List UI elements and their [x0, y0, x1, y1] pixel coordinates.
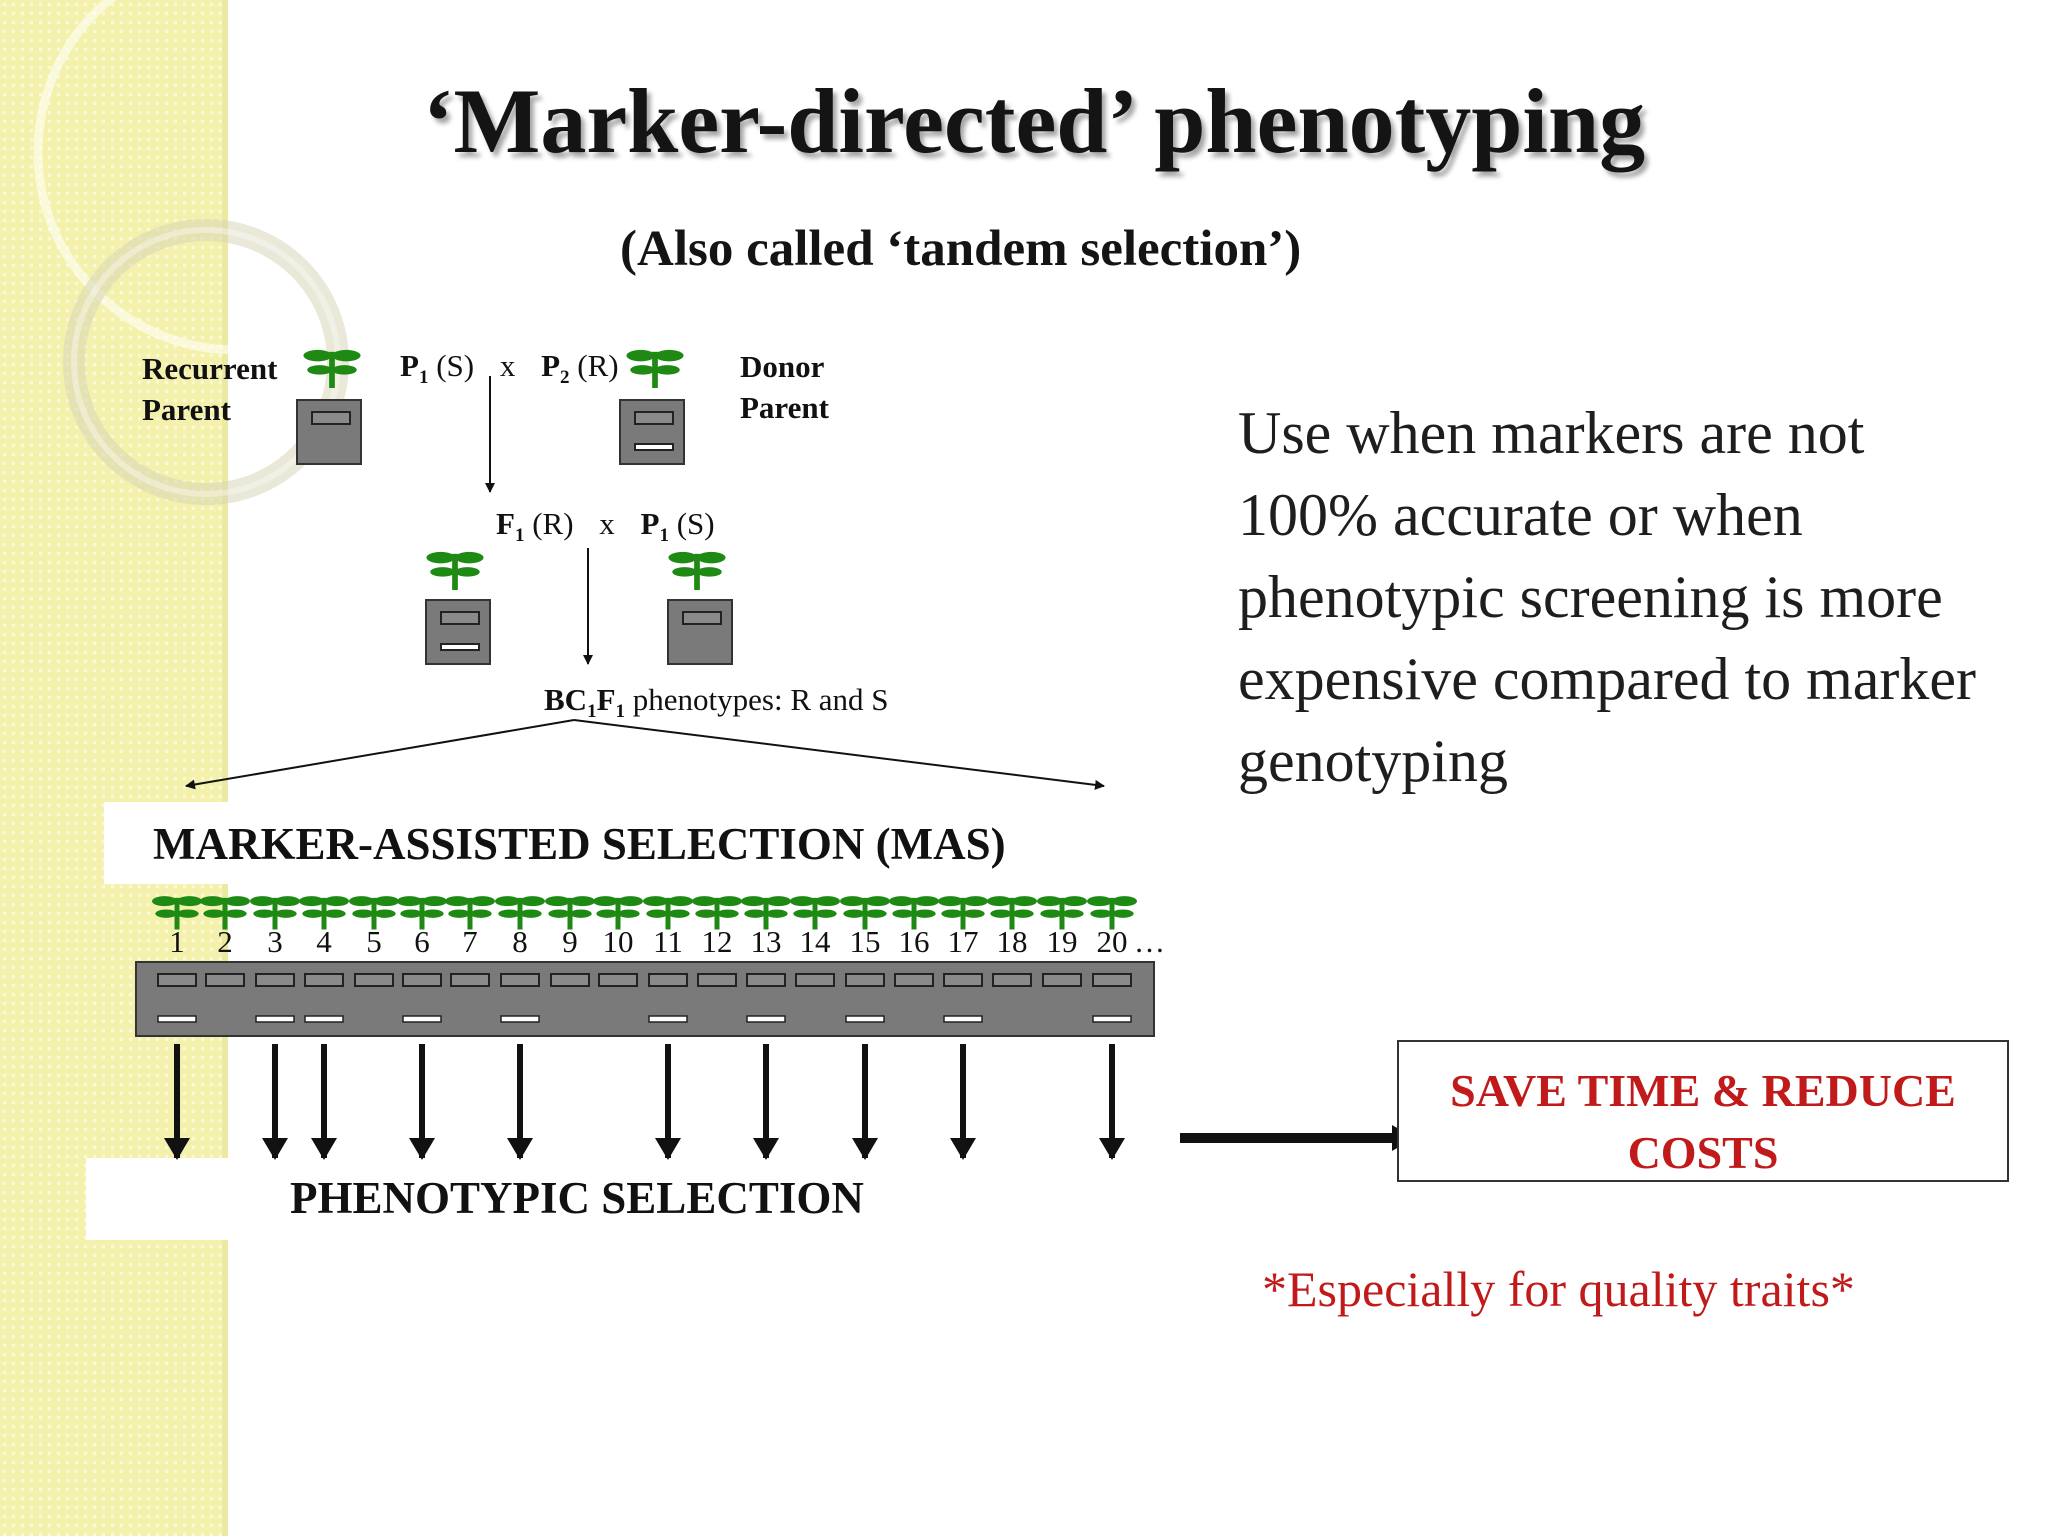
donor-parent-plant [626, 349, 684, 388]
recurrent-parent-plant [303, 349, 361, 388]
gel-well-4 [304, 973, 344, 987]
gel-well-10 [598, 973, 638, 987]
lane-number-15: 15 [849, 924, 881, 959]
marker-band-1 [157, 1015, 197, 1023]
plants-row [152, 896, 1137, 930]
gel-well-18 [992, 973, 1032, 987]
lane-number-1: 1 [169, 924, 185, 959]
donor-parent-label: Donor Parent [740, 346, 829, 428]
marker-band-11 [648, 1015, 688, 1023]
cross-f1-p1: F1 (R) x P1 (S) [496, 506, 715, 547]
selection-arrows [164, 1044, 1125, 1160]
gel-well-19 [1042, 973, 1082, 987]
decorative-rings [33, 0, 420, 505]
marker-band-4 [304, 1015, 344, 1023]
gel-well-11 [648, 973, 688, 987]
lane-number-12: 12 [701, 924, 733, 959]
lane-number-17: 17 [947, 924, 979, 959]
gel-lanes [157, 973, 1132, 1023]
gel-well-9 [550, 973, 590, 987]
lane-number-5: 5 [366, 924, 382, 959]
p1-gel [667, 599, 733, 665]
gel-well-20 [1092, 973, 1132, 987]
gel-well-5 [354, 973, 394, 987]
quality-traits-note: *Especially for quality traits* [1262, 1261, 1855, 1317]
lane-number-10: 10 [602, 924, 634, 959]
page-title: ‘Marker-directed’ phenotyping [422, 70, 1646, 172]
recurrent-parent-label: Recurrent Parent [142, 348, 277, 430]
f1-gel [425, 599, 491, 665]
gel-well-7 [450, 973, 490, 987]
gel-well-13 [746, 973, 786, 987]
lane-number-2: 2 [217, 924, 233, 959]
gel-well-17 [943, 973, 983, 987]
gel-well-8 [500, 973, 540, 987]
recurrent-parent-gel [296, 399, 362, 465]
gel-well-14 [795, 973, 835, 987]
save-time-line2: COSTS [1627, 1127, 1779, 1178]
recurrent-parent-line2: Parent [142, 392, 231, 427]
donor-parent-gel [619, 399, 685, 465]
marker-band-3 [255, 1015, 295, 1023]
f1-plant [426, 551, 484, 590]
usage-note: Use when markers are not 100% accurate o… [1238, 400, 1977, 794]
gel-well-15 [845, 973, 885, 987]
marker-band-8 [500, 1015, 540, 1023]
lane-number-14: 14 [799, 924, 831, 959]
recurrent-parent-line1: Recurrent [142, 351, 278, 386]
save-time-line1: SAVE TIME & REDUCE [1450, 1065, 1956, 1116]
lane-number-11: 11 [653, 924, 683, 959]
lane-number-more: … [1134, 924, 1165, 959]
lane-number-20: 20 [1096, 924, 1128, 959]
sidebar-edge [222, 0, 228, 1536]
mas-label-bg [104, 802, 1124, 884]
marker-band-17 [943, 1015, 983, 1023]
gel-well-3 [255, 973, 295, 987]
lane-number-4: 4 [316, 924, 332, 959]
lane-number-13: 13 [750, 924, 782, 959]
gel-well-16 [894, 973, 934, 987]
lane-number-8: 8 [512, 924, 528, 959]
page-subtitle: (Also called ‘tandem selection’) [620, 221, 1302, 277]
donor-parent-line2: Parent [740, 390, 829, 425]
arrow-fan-right [573, 719, 1105, 790]
mas-label: MARKER-ASSISTED SELECTION (MAS) [153, 819, 1006, 869]
p1-plant [668, 551, 726, 590]
gel-well-12 [697, 973, 737, 987]
donor-parent-line1: Donor [740, 349, 825, 384]
lane-number-6: 6 [414, 924, 430, 959]
gel-well-1 [157, 973, 197, 987]
gel-well-2 [205, 973, 245, 987]
bc1f1-label: BC1F1 phenotypes: R and S [544, 682, 889, 723]
phenotypic-selection-label: PHENOTYPIC SELECTION [290, 1173, 864, 1223]
gel-well-6 [402, 973, 442, 987]
marker-band-20 [1092, 1015, 1132, 1023]
marker-band-13 [746, 1015, 786, 1023]
lane-number-16: 16 [898, 924, 930, 959]
phenotypic-label-bg [86, 1158, 986, 1240]
save-time-box: SAVE TIME & REDUCE COSTS [1397, 1040, 2009, 1182]
marker-band-15 [845, 1015, 885, 1023]
lane-number-7: 7 [462, 924, 478, 959]
lane-number-9: 9 [562, 924, 578, 959]
lane-number-19: 19 [1046, 924, 1078, 959]
arrow-fan-left [185, 719, 575, 790]
cross-p1-p2: P1 (S) x P2 (R) [400, 348, 619, 389]
lane-number-18: 18 [996, 924, 1028, 959]
lane-number-3: 3 [267, 924, 283, 959]
marker-band-6 [402, 1015, 442, 1023]
